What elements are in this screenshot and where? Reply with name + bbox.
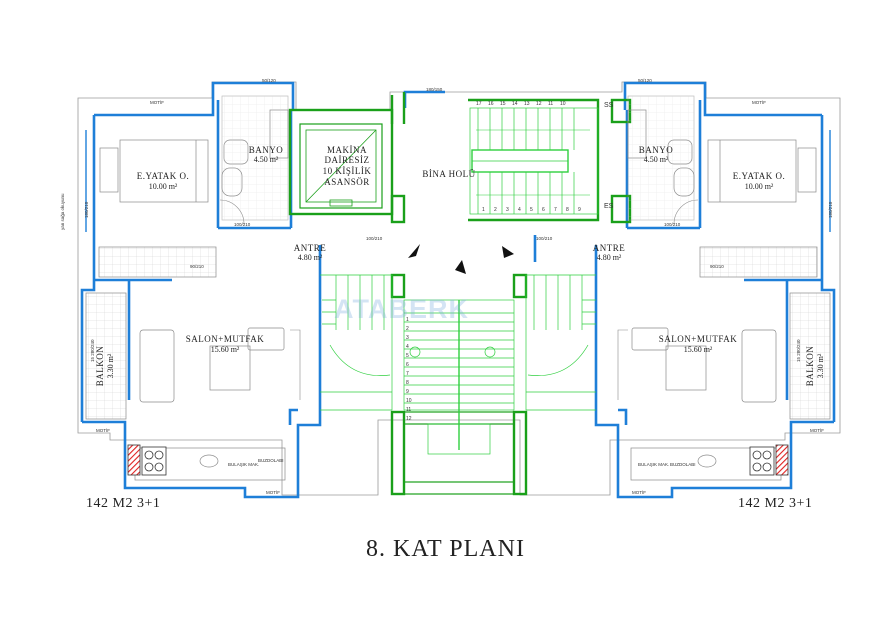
stair-step-number: 6 xyxy=(542,207,545,213)
right-cooktop xyxy=(749,444,789,476)
left-living-area: 15.60 m² xyxy=(210,345,240,354)
motif-top-left: MOTİF xyxy=(150,100,164,105)
right-balcony-name: BALKON xyxy=(805,345,815,387)
motif-bottom-left: MOTİF xyxy=(96,428,110,433)
right-entrance-area: 4.80 m² xyxy=(596,253,622,262)
door-bed-right-label: 100/210 xyxy=(664,222,681,227)
stair-step-number: 3 xyxy=(406,335,409,341)
stair-step-number: 10 xyxy=(560,101,566,107)
stair-step-number: 5 xyxy=(406,353,409,359)
stair-step-number: 3 xyxy=(506,207,509,213)
kitchen-left-label-1: BULAŞIK MAK. xyxy=(228,462,260,467)
stair-step-number: 5 xyxy=(530,207,533,213)
right-balcony-area: 3.30 m² xyxy=(816,353,825,379)
left-fixtures xyxy=(85,95,289,481)
door-swings xyxy=(219,199,699,400)
elevator-line-1: MAKİNA xyxy=(327,145,367,155)
window-bed-left-label: 180/210 xyxy=(84,201,89,218)
right-unit-label: 142 M2 3+1 xyxy=(738,496,813,511)
stair-step-number: 12 xyxy=(536,101,542,107)
motif-bottom-mid-right: MOTİF xyxy=(632,490,646,495)
motif-bottom-mid-left: MOTİF xyxy=(266,490,280,495)
left-bathroom-name: BANYO xyxy=(248,145,284,155)
elevator-line-3: 10 KİŞİLİK xyxy=(322,166,372,176)
window-bath-right-label: 50/120 xyxy=(638,78,652,83)
left-cooktop xyxy=(127,444,167,476)
balcony-window-right-label: 15 280/240 xyxy=(796,339,801,362)
ss-label: SS xyxy=(604,102,614,109)
stair-step-number: 8 xyxy=(566,207,569,213)
north-arrow-icons xyxy=(408,244,514,274)
left-balcony-area: 3.30 m² xyxy=(106,353,115,379)
stair-step-number: 11 xyxy=(548,101,554,107)
left-side-stairs xyxy=(320,274,393,411)
right-bathroom-area: 4.50 m² xyxy=(643,155,669,164)
door-left-label: 90/210 xyxy=(190,264,204,269)
right-side-stairs xyxy=(525,274,596,411)
stair-step-number: 2 xyxy=(494,207,497,213)
stair-step-number: 17 xyxy=(476,101,482,107)
right-living-area: 15.60 m² xyxy=(683,345,713,354)
motif-bottom-right: MOTİF xyxy=(810,428,824,433)
door-bed-left-label: 100/210 xyxy=(234,222,251,227)
stair-step-number: 16 xyxy=(488,101,494,107)
stair-step-number: 6 xyxy=(406,362,409,368)
left-bathroom-area: 4.50 m² xyxy=(253,155,279,164)
door-entry-left-label: 100/210 xyxy=(366,236,383,241)
stair-step-number: 4 xyxy=(406,344,409,350)
window-top-label: 180/150 xyxy=(426,87,443,92)
stair-step-number: 11 xyxy=(406,407,412,413)
right-bedroom-area: 10.00 m² xyxy=(744,182,774,191)
left-unit-label: 142 M2 3+1 xyxy=(86,496,161,511)
right-living-name: SALON+MUTFAK xyxy=(658,334,738,344)
stair-step-number: 1 xyxy=(482,207,485,213)
left-bedroom-area: 10.00 m² xyxy=(148,182,178,191)
right-bedroom-name: E.YATAK O. xyxy=(732,171,786,181)
kitchen-right-label-1: BULAŞIK MAK. xyxy=(638,462,670,467)
left-entrance-name: ANTRE xyxy=(293,243,327,253)
side-note-label: yan sağa okuyunu xyxy=(60,193,65,230)
stair-step-number: 7 xyxy=(554,207,557,213)
elevator-line-2: DAİRESİZ xyxy=(324,155,370,165)
elevator-line-4: ASANSÖR xyxy=(324,177,370,187)
center-stairs xyxy=(403,299,515,455)
stair-step-number: 13 xyxy=(524,101,530,107)
right-entrance-name: ANTRE xyxy=(592,243,626,253)
stair-step-number: 7 xyxy=(406,371,409,377)
stair-step-number: 12 xyxy=(406,416,412,422)
building-hall-label: BİNA HOLÜ xyxy=(422,169,476,179)
right-fixtures xyxy=(627,95,831,481)
stair-step-number: 15 xyxy=(500,101,506,107)
elevator-cabin xyxy=(305,129,377,207)
stair-step-number: 8 xyxy=(406,380,409,386)
top-stairs xyxy=(469,107,599,215)
es-label: ES xyxy=(604,203,614,210)
stair-step-number: 9 xyxy=(578,207,581,213)
stair-step-number: 4 xyxy=(518,207,521,213)
stair-step-number: 14 xyxy=(512,101,518,107)
right-bathroom-name: BANYO xyxy=(638,145,674,155)
left-entrance-area: 4.80 m² xyxy=(297,253,323,262)
window-bath-left-label: 50/120 xyxy=(262,78,276,83)
right-unit-walls xyxy=(533,81,836,499)
left-living-name: SALON+MUTFAK xyxy=(185,334,265,344)
stair-step-number: 1 xyxy=(406,317,409,323)
left-balcony-name: BALKON xyxy=(95,345,105,387)
stair-step-number: 2 xyxy=(406,326,409,332)
left-bedroom-name: E.YATAK O. xyxy=(136,171,190,181)
window-bed-right-label: 180/210 xyxy=(828,201,833,218)
motif-top-right: MOTİF xyxy=(752,100,766,105)
kitchen-left-label-2: BUZDOLABI xyxy=(258,458,284,463)
door-right-label: 90/210 xyxy=(710,264,724,269)
floor-plan-title: 8. KAT PLANI xyxy=(366,536,525,562)
balcony-window-left-label: 15 280/240 xyxy=(90,339,95,362)
kitchen-right-label-2: BUZDOLABI xyxy=(670,462,696,467)
door-entry-right-label: 100/210 xyxy=(536,236,553,241)
stair-step-number: 9 xyxy=(406,389,409,395)
watermark: ATABERK xyxy=(334,294,469,324)
stair-step-number: 10 xyxy=(406,398,412,404)
